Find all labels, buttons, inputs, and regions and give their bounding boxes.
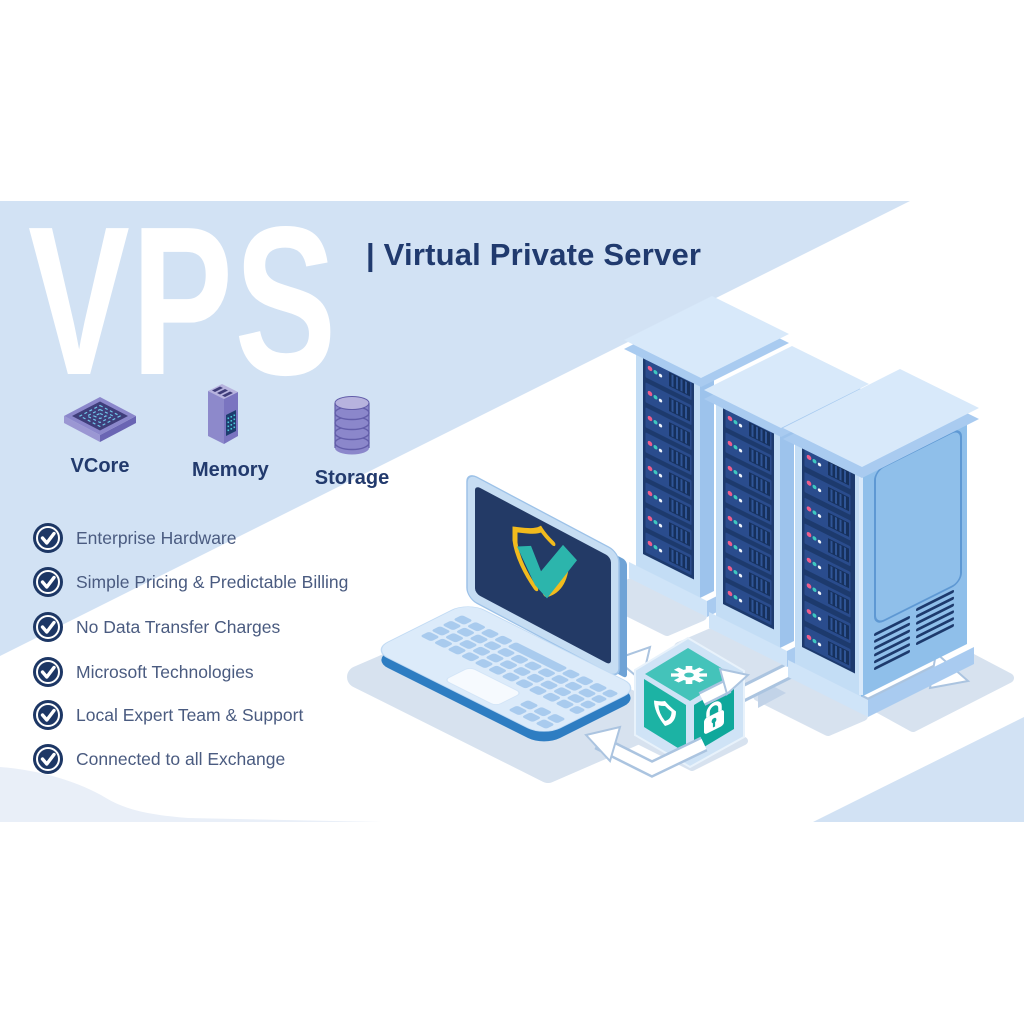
server-rack-1 (624, 296, 789, 617)
rack-door-panel (874, 430, 962, 670)
component-label: Memory (192, 459, 269, 481)
feature-item: Simple Pricing & Predictable Billing (33, 567, 348, 597)
check-circle-icon (33, 567, 63, 597)
banner: VPS | Virtual Private Server VCore (0, 201, 1024, 822)
check-circle-icon (33, 523, 63, 553)
security-cube (634, 636, 745, 769)
component-vcore: VCore (50, 389, 150, 478)
flow-arrows-front (584, 667, 751, 778)
feature-label: Enterprise Hardware (76, 527, 237, 548)
flow-arrow-icon (584, 725, 622, 763)
component-storage: Storage (302, 391, 402, 490)
laptop-keyboard (380, 606, 632, 732)
component-label: Storage (314, 467, 390, 489)
feature-item: No Data Transfer Charges (33, 612, 280, 642)
storage-disks-icon (334, 396, 370, 455)
page-title: VPS (28, 201, 338, 419)
feature-label: Simple Pricing & Predictable Billing (76, 571, 349, 592)
check-circle-icon (33, 612, 63, 642)
component-memory: Memory (192, 381, 269, 482)
feature-item: Microsoft Technologies (33, 657, 254, 687)
cpu-chip-icon (64, 397, 136, 442)
feature-label: No Data Transfer Charges (76, 616, 281, 637)
shield-icon (654, 700, 676, 726)
bg-triangle-bottom-right (813, 717, 1024, 822)
trackpad (446, 668, 520, 705)
feature-item: Local Expert Team & Support (33, 700, 303, 730)
feature-item: Connected to all Exchange (33, 744, 285, 774)
bg-blob-bottom-left (0, 767, 382, 822)
shield-check-icon (512, 525, 577, 599)
check-circle-icon (33, 657, 63, 687)
rack-vents (874, 590, 954, 670)
padlock-icon (704, 701, 724, 734)
banner-subtitle: | Virtual Private Server (366, 237, 702, 272)
server-rack-3 (783, 369, 979, 717)
feature-label: Microsoft Technologies (76, 661, 254, 682)
flow-arrow-icon (718, 667, 751, 696)
gear-icon (670, 665, 708, 685)
server-rack-2 (704, 346, 869, 667)
component-label: VCore (70, 455, 130, 477)
feature-label: Connected to all Exchange (76, 748, 286, 769)
check-circle-icon (33, 744, 63, 774)
feature-item: Enterprise Hardware (33, 523, 236, 553)
laptop-icon (380, 475, 632, 742)
illustration-scene (0, 201, 1024, 822)
check-circle-icon (33, 700, 63, 730)
feature-label: Local Expert Team & Support (76, 704, 304, 725)
laptop-screen (466, 475, 627, 678)
memory-module-icon (208, 384, 238, 444)
